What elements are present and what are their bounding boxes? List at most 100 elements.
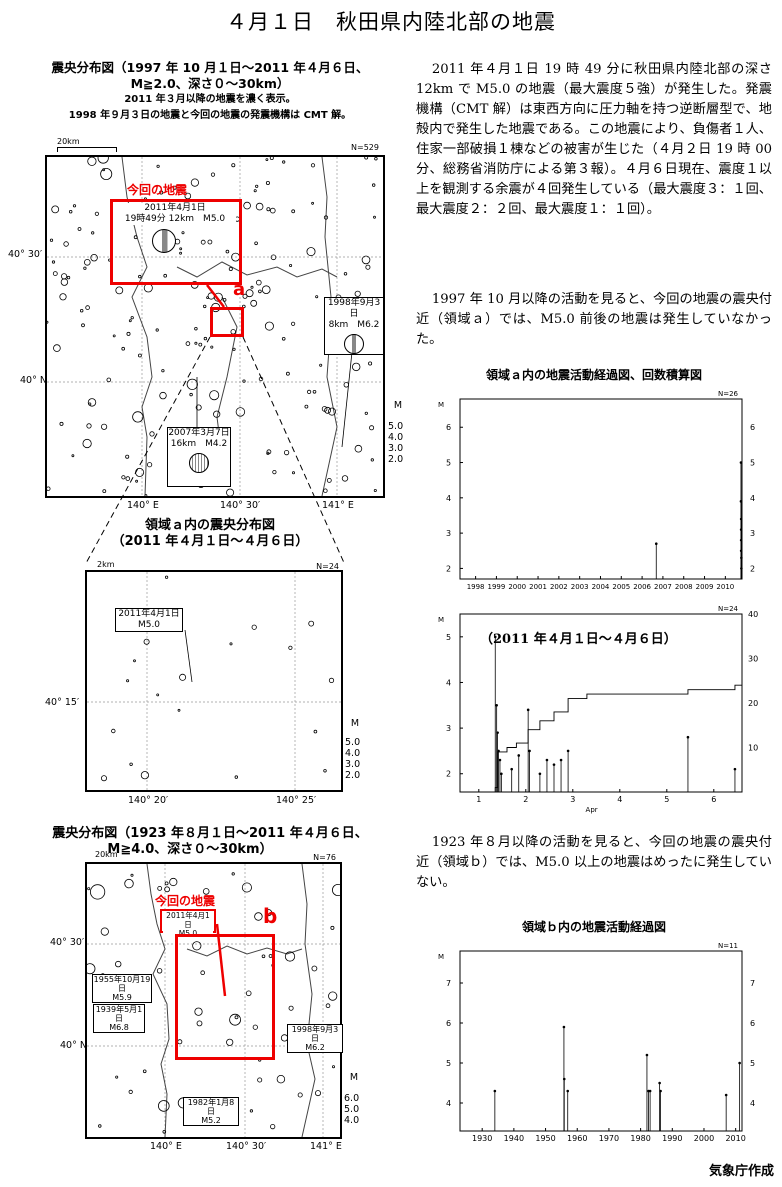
y-tick-label: 5 <box>446 459 451 468</box>
epicenter-dot <box>196 1020 203 1027</box>
text-paragraph-1: 2011 年４月１日 19 時 49 分に秋田県内陸北部の深さ 12km で M… <box>416 62 772 217</box>
epicenter-dot <box>325 1003 331 1009</box>
epicenter-dot <box>232 347 236 351</box>
map1-mag-4: 4.0 <box>388 432 404 443</box>
epicenter-dot <box>97 157 109 164</box>
map1-lat1: 40° 30′ <box>8 249 43 260</box>
map3-eq1955-box: 1955年10月19日 M5.9 <box>92 974 152 1003</box>
epicenter-dot <box>72 204 77 208</box>
x-tick-label: 2 <box>523 795 528 804</box>
event-point <box>658 1081 661 1085</box>
x-tick-label: 1960 <box>567 1134 587 1143</box>
epicenter-dot <box>157 885 163 891</box>
map1-eq2007-detail: 16km M4.2 <box>170 439 228 449</box>
event-point <box>552 763 556 766</box>
epicenter-dot <box>177 708 181 712</box>
x-tick-label: 2000 <box>508 583 526 591</box>
epicenter-dot <box>47 486 51 491</box>
epicenter-dot <box>311 965 318 972</box>
epicenter-dot <box>254 241 258 246</box>
event-point <box>562 1025 566 1029</box>
epicenter-dot <box>121 346 125 351</box>
map2-scale: 2km <box>97 560 115 569</box>
epicenter-dot <box>94 211 100 216</box>
epicenter-dot <box>323 215 329 220</box>
epicenter-dot <box>354 290 361 297</box>
epicenter-dot <box>250 299 258 307</box>
y2-tick-label: 40 <box>748 610 758 619</box>
event-point <box>495 703 498 707</box>
map3-region-b-frame <box>175 934 275 1060</box>
epicenter-dot <box>115 960 122 968</box>
y-tick-label: 6 <box>446 1019 451 1028</box>
epicenter-dot <box>87 398 97 407</box>
epicenter-dot <box>323 769 327 773</box>
map3-mag-title: M <box>349 1072 359 1083</box>
epicenter-dot <box>83 259 91 266</box>
epicenter-dot <box>63 241 69 247</box>
map1-mag-title: M <box>393 400 403 411</box>
epicenter-dot <box>364 411 368 415</box>
map3-caption-line1: 震央分布図（1923 年８月１日～2011 年４月６日、 <box>52 826 368 841</box>
map3-eq1939-date: 1939年5月1日 <box>95 1005 143 1023</box>
epicenter-dot <box>115 286 124 295</box>
text-paragraph-3: 1923 年８月以降の活動を見ると、今回の地震の震央付近（領域ｂ）では、M5.0… <box>416 835 772 890</box>
epicenter-dot <box>194 326 198 331</box>
epicenter-dot <box>156 164 160 168</box>
epicenter-dot <box>195 404 202 411</box>
map3-mag-5: 5.0 <box>344 1104 360 1115</box>
event-point <box>739 549 743 553</box>
map2-lon2: 140° 25′ <box>276 795 317 806</box>
epicenter-dot <box>374 157 378 161</box>
epicenter-dot <box>85 305 90 310</box>
x-tick-label: 6 <box>711 795 716 804</box>
epicenter-dot <box>328 677 335 684</box>
map1-eq2007-date: 2007年3月7日 <box>168 428 230 438</box>
chart-count: N=24 <box>718 605 739 613</box>
epicenter-dot <box>164 881 169 886</box>
epicenter-dot <box>341 475 349 482</box>
epicenter-dot <box>249 1109 253 1113</box>
map3-caption: 震央分布図（1923 年８月１日～2011 年４月６日、 M≧4.0、深さ０～3… <box>0 826 420 858</box>
y-tick-label: 2 <box>446 770 451 779</box>
epicenter-dot <box>200 239 206 245</box>
x-tick-label: 4 <box>617 795 622 804</box>
epicenter-dot <box>126 679 130 683</box>
map1-panel: 20km N=529 今回の地震 2011年4月1日 19時49分 12km M… <box>45 137 385 498</box>
chart-ylabel: M <box>438 401 444 409</box>
x-tick-label: 2001 <box>529 583 547 591</box>
epicenter-dot <box>194 341 198 345</box>
event-point <box>724 1093 728 1097</box>
map3-current-date: 2011年4月1日 <box>166 911 210 929</box>
epicenter-dot <box>213 410 221 418</box>
epicenter-dot <box>87 887 91 891</box>
epicenter-dot <box>121 475 126 480</box>
x-tick-label: 2002 <box>550 583 568 591</box>
x-tick-label: 1940 <box>504 1134 524 1143</box>
epicenter-dot <box>297 1092 303 1098</box>
epicenter-dot <box>288 645 293 650</box>
map1-eq1998-detail: 8km M6.2 <box>328 320 380 330</box>
epicenter-dot <box>133 659 136 663</box>
epicenter-dot <box>111 728 116 734</box>
epicenter-dot <box>102 168 106 172</box>
y-tick-label: 2 <box>446 564 451 573</box>
x-tick-label: 2008 <box>675 583 693 591</box>
chart-frame <box>459 950 743 1132</box>
y2-tick-label: 2 <box>750 564 755 573</box>
epicenter-dot <box>270 254 277 261</box>
map1-current-date: 2011年4月1日 <box>144 203 206 213</box>
epicenter-dot <box>51 260 56 264</box>
map1-current-detail: 19時49分 12km M5.0 <box>124 214 226 224</box>
epicenter-dot <box>308 620 315 627</box>
event-point <box>739 528 743 531</box>
epicenter-dot <box>164 886 170 893</box>
x-tick-label: 2010 <box>716 583 734 591</box>
epicenter-dot <box>163 273 167 278</box>
map1-note1: 2011 年３月以降の地震を濃く表示。 <box>124 94 296 105</box>
epicenter-dot <box>59 421 64 426</box>
epicenter-dot <box>370 458 374 462</box>
